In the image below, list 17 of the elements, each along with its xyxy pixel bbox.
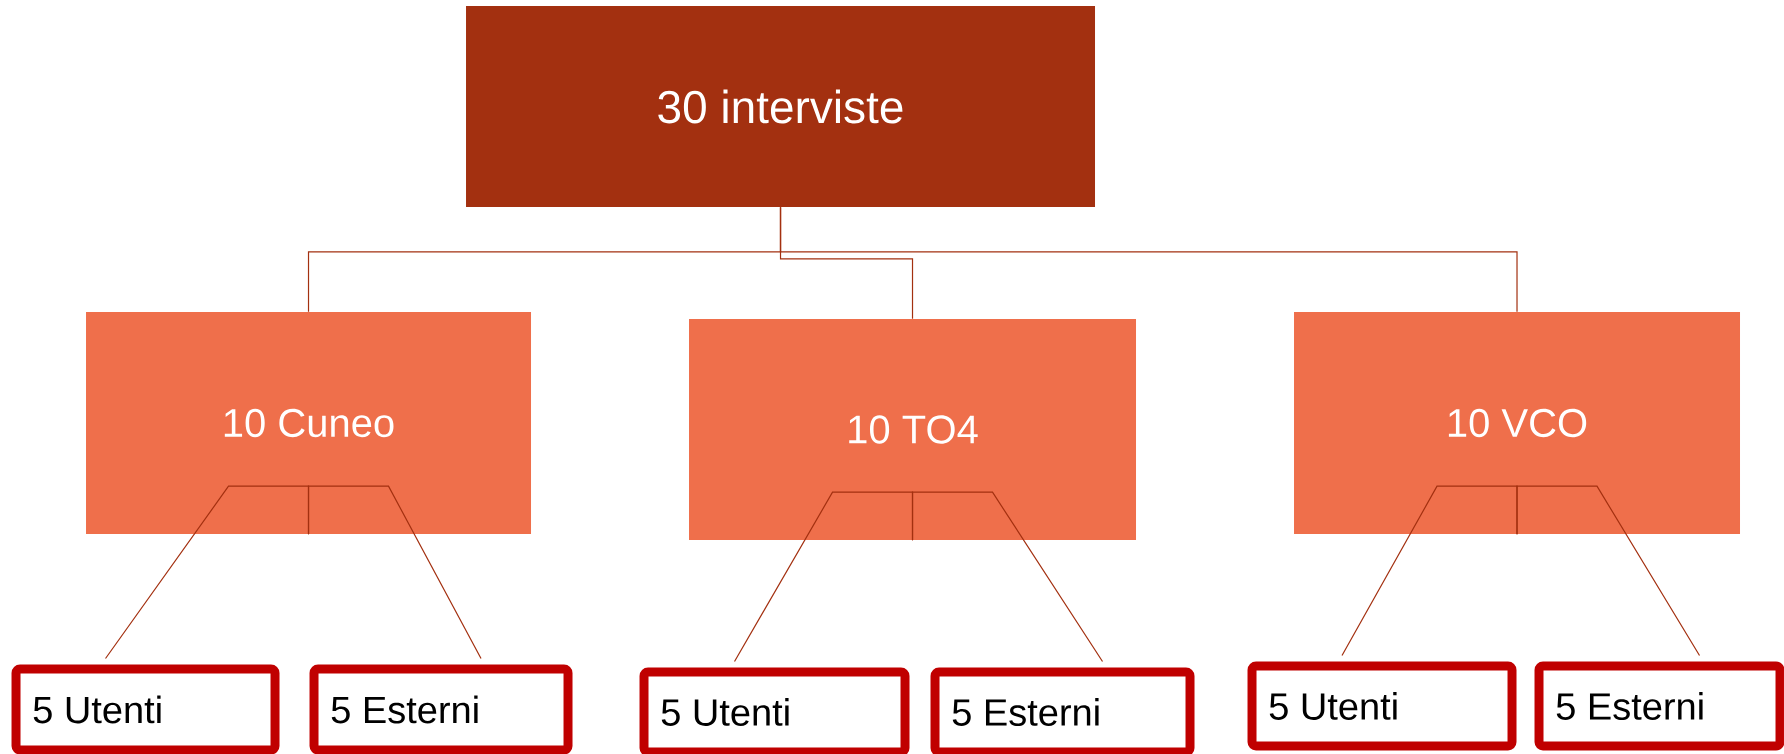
group-box: 5 Utenti — [639, 667, 910, 754]
connector-line — [307, 485, 482, 660]
group-box: 5 Utenti — [11, 664, 280, 754]
connector-line — [779, 206, 1518, 313]
region-box: 10 TO4 — [689, 319, 1136, 540]
connector-line — [1516, 485, 1701, 657]
group-box: 5 Esterni — [309, 664, 573, 754]
connector-line — [104, 485, 310, 660]
top-box: 30 interviste — [466, 6, 1095, 207]
region-box: 10 VCO — [1294, 312, 1740, 534]
group-box: 5 Esterni — [1534, 661, 1784, 751]
group-box: 5 Esterni — [930, 667, 1195, 754]
connector-line — [911, 491, 1104, 663]
group-box: 5 Utenti — [1247, 661, 1517, 751]
connector-line — [733, 491, 914, 663]
region-box: 10 Cuneo — [86, 312, 531, 534]
connector-line — [1341, 485, 1518, 657]
